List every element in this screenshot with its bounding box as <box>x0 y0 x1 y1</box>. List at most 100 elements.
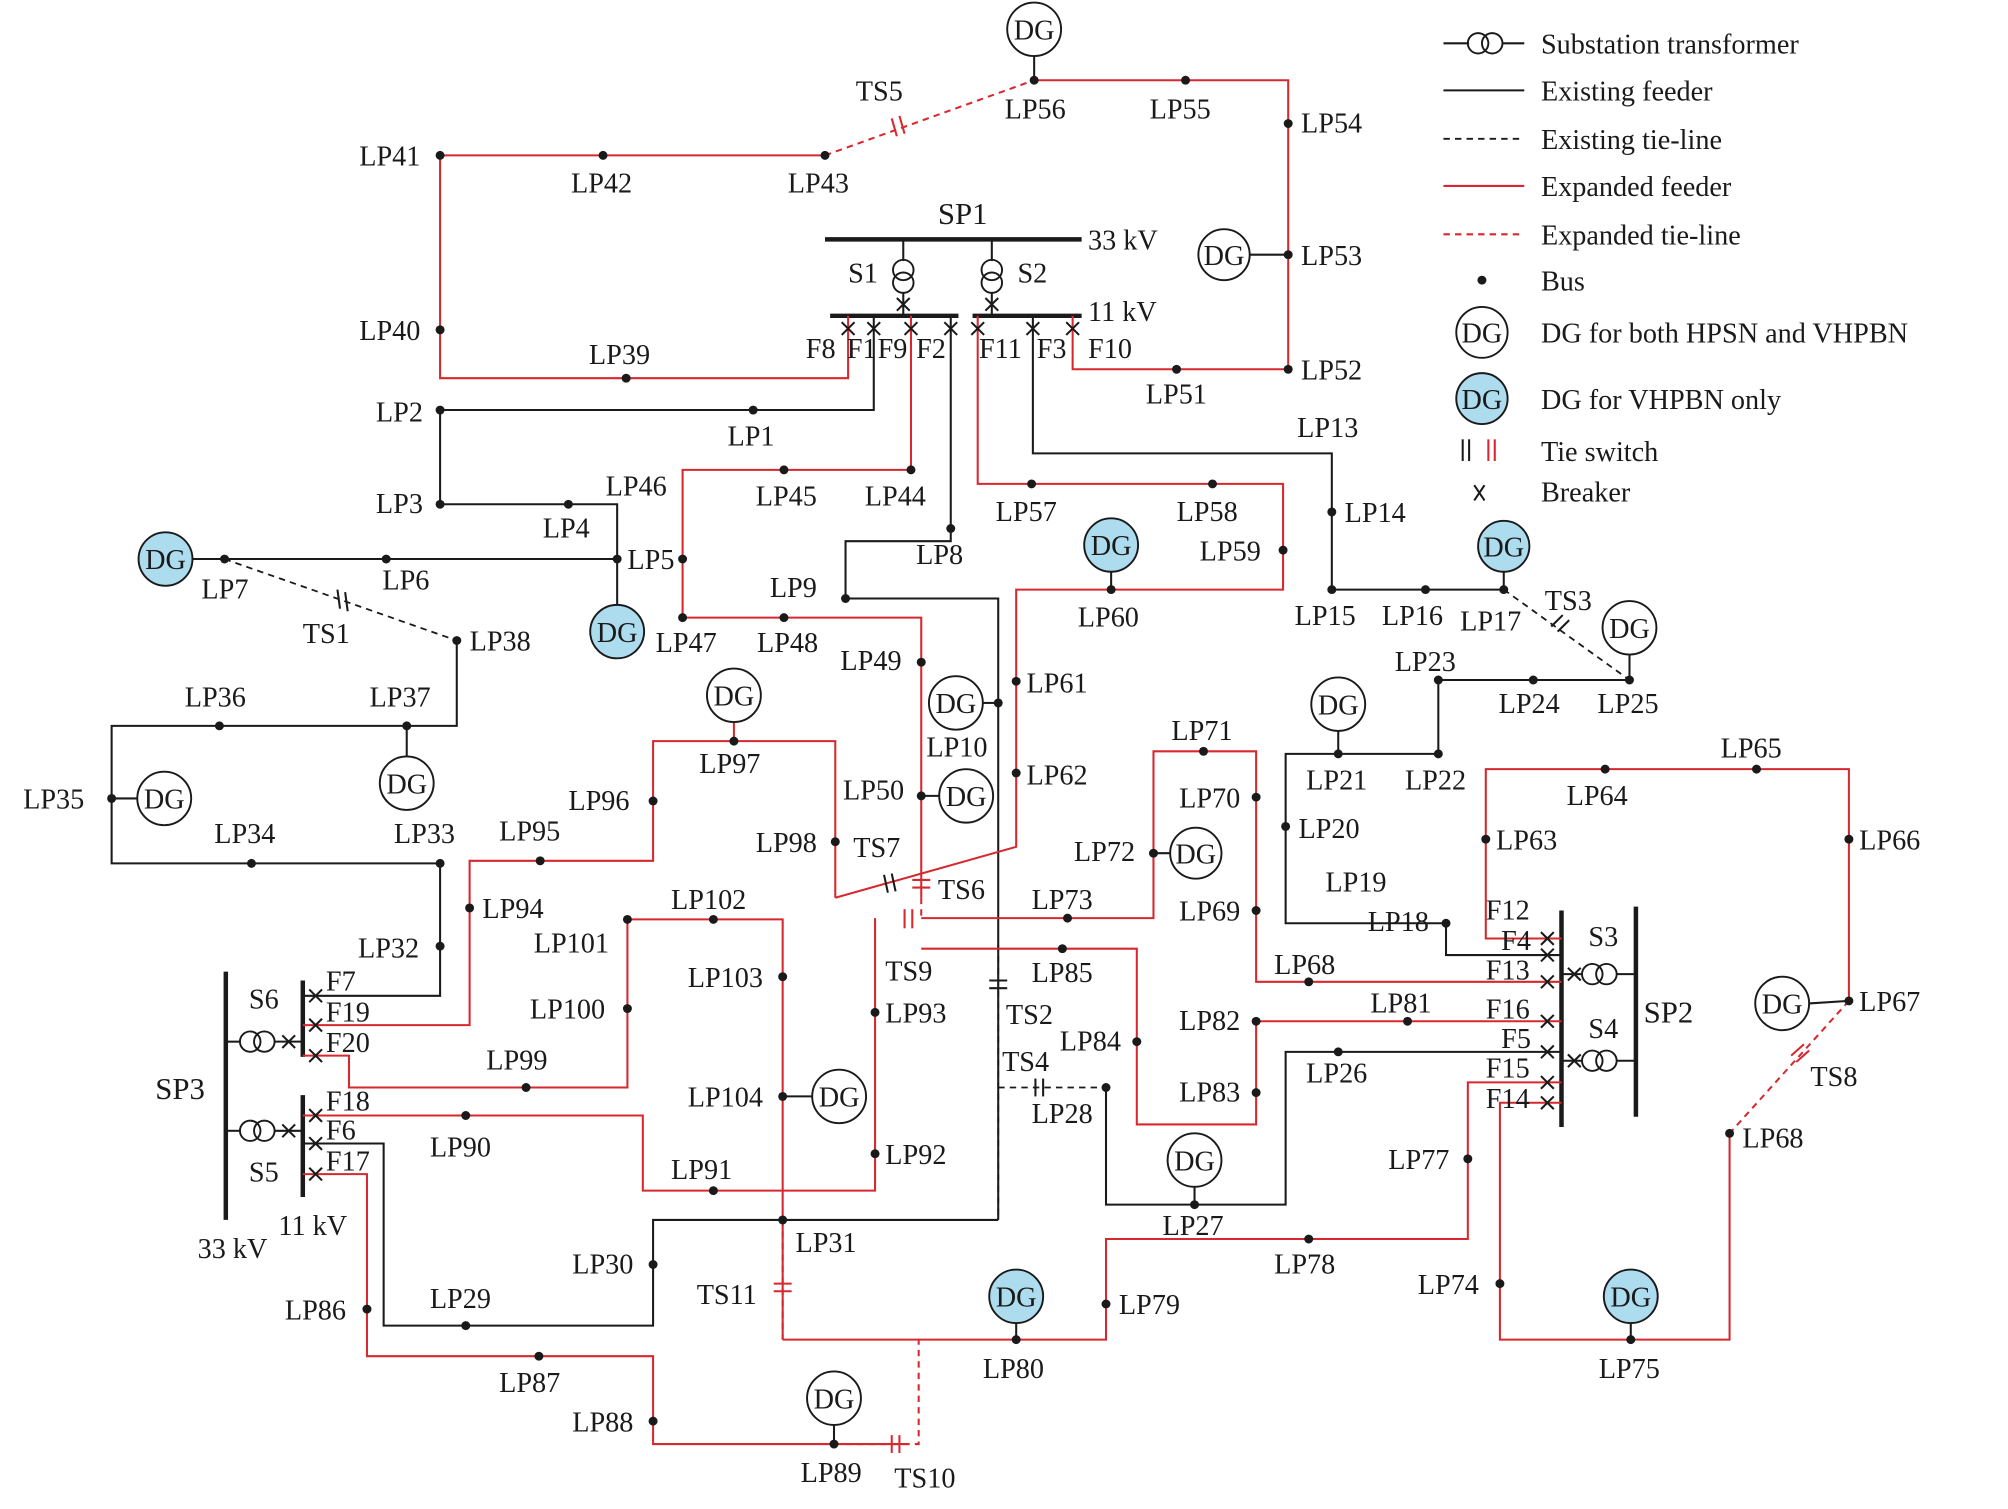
legend-expanded-tie-line: Expanded tie-line <box>1541 221 1741 252</box>
bus-lp20 <box>1281 821 1291 831</box>
feeder-f7 <box>110 640 458 997</box>
dg-lp97: DG <box>706 667 762 723</box>
dg-lp67: DG <box>1754 975 1811 1032</box>
bus-lp4 <box>563 499 573 509</box>
load-point-label-lp56: LP56 <box>1005 95 1066 126</box>
load-point-label-lp89: LP89 <box>801 1458 862 1489</box>
feeder-label-f9: F9 <box>878 334 908 365</box>
breaker-icon <box>308 1167 323 1182</box>
sp1-label: SP1 <box>938 197 988 231</box>
breaker-icon <box>308 1018 323 1033</box>
breaker-icon <box>308 1048 323 1063</box>
load-point-label-lp84: LP84 <box>1060 1027 1121 1058</box>
bus-lp40 <box>435 325 445 335</box>
feeder-f14 <box>1498 1101 1731 1341</box>
bus-lp86 <box>362 1304 372 1314</box>
load-point-label-lp19: LP19 <box>1325 867 1386 898</box>
bus-lp23 <box>1433 675 1443 685</box>
load-point-label-lp16: LP16 <box>1382 601 1443 632</box>
load-point-label-lp62: LP62 <box>1026 761 1087 792</box>
breaker-icon <box>281 1034 296 1049</box>
legend-tie-switch: Tie switch <box>1541 437 1658 468</box>
load-point-label-lp7: LP7 <box>201 575 248 606</box>
load-point-label-lp78: LP78 <box>1274 1250 1335 1281</box>
bus-lp74 <box>1495 1279 1505 1289</box>
bus-lp46 <box>678 554 688 564</box>
bus-lp66 <box>1844 834 1854 844</box>
load-point-label-lp48: LP48 <box>757 628 818 659</box>
dg-text: DG <box>814 1384 855 1415</box>
bus-lp100 <box>622 1004 632 1014</box>
dg-lp35: DG <box>136 770 193 827</box>
bus-lp33 <box>435 858 445 868</box>
tie-switch-label-ts8: TS8 <box>1810 1062 1857 1093</box>
bus-lp98 <box>830 837 840 847</box>
dg-lp50: DG <box>938 768 995 824</box>
breaker-icon <box>943 321 958 336</box>
load-point-label-lp77: LP77 <box>1388 1145 1449 1176</box>
feeder-label-f12: F12 <box>1486 895 1530 926</box>
bus-lp60 <box>1106 585 1116 595</box>
bus-lp35 <box>107 793 117 803</box>
load-point-label-lp68-right: LP68 <box>1742 1123 1803 1154</box>
s4-label: S4 <box>1588 1014 1618 1045</box>
load-point-label-lp22: LP22 <box>1405 766 1466 797</box>
dg-icon <box>1006 1 1063 57</box>
bus-lp71 <box>1199 746 1209 756</box>
bus-lp91 <box>708 1186 718 1196</box>
legend-dg-white-text: DG <box>1462 319 1503 350</box>
tie-switch-label-ts5: TS5 <box>856 77 903 108</box>
bus-lp55 <box>1181 75 1191 85</box>
load-point-label-lp83: LP83 <box>1179 1078 1240 1109</box>
load-point-label-lp102: LP102 <box>671 885 746 916</box>
bus-lp63 <box>1481 834 1491 844</box>
s5-label: S5 <box>249 1158 279 1189</box>
bus-lp27 <box>1190 1200 1200 1210</box>
dg-text: DG <box>1318 690 1359 721</box>
load-point-label-lp100: LP100 <box>530 995 605 1026</box>
bus-lp17 <box>1499 585 1509 595</box>
dg-icon <box>1602 1268 1659 1325</box>
feeder-label-f6: F6 <box>326 1116 356 1147</box>
load-point-label-lp31: LP31 <box>796 1228 857 1259</box>
load-point-label-lp72: LP72 <box>1074 837 1135 868</box>
bus-lp39 <box>621 373 631 383</box>
legend-bus-dot <box>1477 275 1487 285</box>
dg-icon <box>589 603 646 660</box>
load-point-label-lp74: LP74 <box>1418 1270 1479 1301</box>
load-point-label-lp90: LP90 <box>430 1132 491 1163</box>
s5-coil-b <box>253 1119 276 1142</box>
tie-switch-ts5-icon <box>890 115 906 137</box>
dg-text: DG <box>1174 1146 1215 1177</box>
bus-lp68-right <box>1725 1128 1735 1138</box>
dg-lp7: DG <box>137 531 194 587</box>
dg-text: DG <box>145 545 186 576</box>
load-point-label-lp93: LP93 <box>885 999 946 1030</box>
dg-icon <box>137 531 194 587</box>
bus-lp34 <box>246 858 256 868</box>
load-point-label-lp82: LP82 <box>1179 1006 1240 1037</box>
dg-text: DG <box>597 618 638 649</box>
tie-switch-ts7-icon <box>883 873 897 893</box>
legend-xfmr-coil-b <box>1480 32 1504 55</box>
dg-text: DG <box>936 689 977 720</box>
bus-lp54 <box>1283 119 1293 128</box>
load-point-label-lp26: LP26 <box>1306 1058 1367 1089</box>
tie-switch-ts11-icon <box>773 1282 792 1293</box>
feeder-f5-lp26 <box>1104 1050 1562 1206</box>
load-point-label-lp30: LP30 <box>572 1250 633 1281</box>
breaker-icon <box>281 1123 296 1138</box>
s1-coil-b <box>892 271 915 294</box>
dg-text: DG <box>1091 531 1132 562</box>
dg-text: DG <box>996 1283 1037 1314</box>
dg-text: DG <box>1175 839 1216 870</box>
tie-switch-label-ts4: TS4 <box>1002 1047 1049 1078</box>
feeder-f19 <box>302 740 837 1027</box>
dg-icon <box>136 770 193 827</box>
dg-icon <box>938 768 995 824</box>
feeder-label-f4: F4 <box>1501 926 1531 957</box>
feeder-label-f18: F18 <box>326 1087 370 1118</box>
tie-line-ts10 <box>833 1339 920 1446</box>
dg-text: DG <box>1610 1283 1651 1314</box>
feeder-label-f5: F5 <box>1501 1024 1531 1055</box>
